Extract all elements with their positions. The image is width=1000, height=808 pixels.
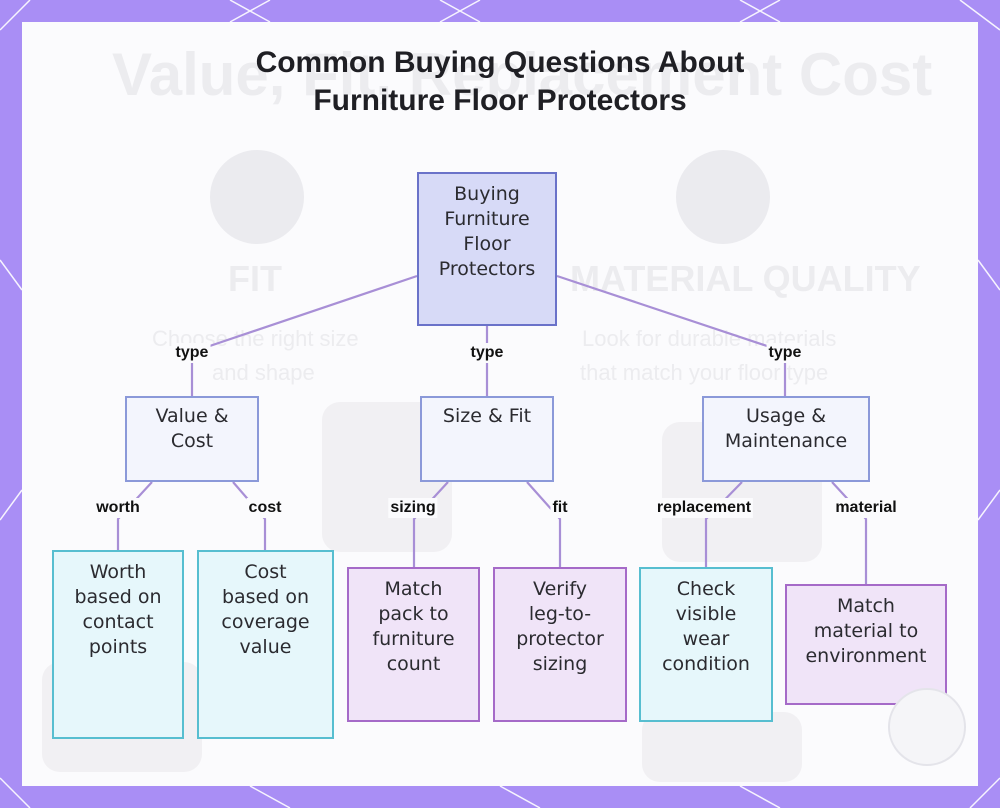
node-check-wear-line: condition [662,653,750,675]
node-verify-line: sizing [532,653,588,675]
node-verify-leg: Verify leg-to- protector sizing [493,567,627,722]
edge-root-value [190,274,418,396]
node-verify-line: protector [516,628,604,650]
node-root-line: Furniture [444,208,530,230]
node-check-wear: Check visible wear condition [639,567,773,722]
node-usage-line: Usage & [745,405,827,427]
edge-label-type-center: type [468,343,506,363]
node-cost-line: Cost [244,561,287,583]
edge-value-worth [116,481,153,550]
node-root: Buying Furniture Floor Protectors [417,172,557,326]
node-check-wear-line: wear [682,628,730,650]
node-worth-line: Worth [89,561,147,583]
edge-label-replacement: replacement [654,498,754,518]
node-worth-line: points [88,636,148,658]
edge-label-fit: fit [550,498,570,518]
edge-label-worth: worth [94,498,142,518]
edge-label-type-left: type [173,343,211,363]
node-match-material-line: material to [813,620,919,642]
node-check-wear-line: visible [675,603,737,625]
edge-usage-check [704,481,743,567]
node-usage-line: Maintenance [724,430,848,452]
edge-size-match [412,481,449,567]
background-material-desc-2: that match your floor type [580,360,829,385]
node-worth-line: contact [82,611,154,633]
background-material-label: MATERIAL QUALITY [570,258,921,299]
node-size-fit: Size & Fit [420,396,554,482]
edge-root-usage [556,274,787,396]
edge-label-material: material [833,498,899,518]
background-image-bottom-right [642,712,802,782]
node-worth: Worth based on contact points [52,550,184,739]
node-match-pack-line: count [386,653,441,675]
node-size-fit-line: Size & Fit [442,405,532,427]
title-line-2: Furniture Floor Protectors [313,84,687,117]
edge-label-cost: cost [246,498,284,518]
node-match-pack-line: pack to [378,603,449,625]
edge-value-cost [232,481,267,550]
title-line-1: Common Buying Questions About [255,46,745,79]
node-usage-maintenance: Usage & Maintenance [702,396,870,482]
background-fit-icon [210,150,304,244]
node-worth-line: based on [74,586,162,608]
node-cost: Cost based on coverage value [197,550,334,739]
background-fit-desc-2: and shape [212,360,315,385]
diagram-title: Common Buying Questions About Furniture … [0,44,1000,120]
node-root-line: Buying [454,183,520,205]
edge-size-verify [526,481,562,567]
watermark-seal [888,688,966,766]
node-verify-line: leg-to- [528,603,592,625]
edge-label-sizing: sizing [388,498,438,518]
node-cost-line: value [239,636,292,658]
node-match-pack-line: Match [384,578,443,600]
node-match-material: Match material to environment [785,584,947,705]
background-shield-icon [676,150,770,244]
background-heading: Value, Fit, Replacement Cost [112,41,933,108]
edge-label-type-right: type [766,343,804,363]
node-cost-line: coverage [221,611,310,633]
node-cost-line: based on [221,586,310,608]
node-root-line: Floor [463,233,511,255]
node-check-wear-line: Check [676,578,736,600]
node-value-cost-line: Value & [155,405,229,427]
node-root-line: Protectors [438,258,536,280]
node-match-pack-line: furniture [372,628,455,650]
node-match-material-line: environment [805,645,927,667]
node-match-material-line: Match [837,595,895,617]
node-value-cost-line: Cost [170,430,214,452]
node-value-cost: Value & Cost [125,396,259,482]
node-match-pack: Match pack to furniture count [347,567,480,722]
edge-usage-material [831,481,868,584]
node-verify-line: Verify [533,578,587,600]
background-fit-label: FIT [228,258,282,299]
